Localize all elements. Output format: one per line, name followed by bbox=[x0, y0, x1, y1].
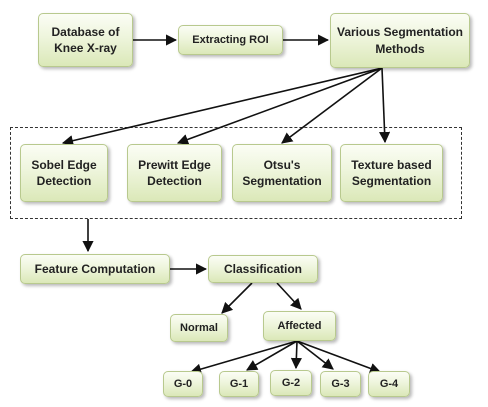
arrow-classification-to-normal bbox=[221, 282, 253, 314]
arrow-affected-to-g2 bbox=[290, 340, 302, 370]
node-prewitt: Prewitt Edge Detection bbox=[127, 144, 222, 202]
node-affected: Affected bbox=[263, 311, 336, 341]
arrow-affected-to-g3 bbox=[296, 340, 334, 370]
node-database: Database of Knee X-ray bbox=[38, 13, 133, 67]
node-otsu: Otsu's Segmentation bbox=[232, 144, 332, 202]
arrow-affected-to-g1 bbox=[246, 340, 298, 371]
node-grade-g2: G-2 bbox=[270, 370, 312, 396]
arrow-affected-to-g0 bbox=[189, 340, 298, 375]
node-grade-g0: G-0 bbox=[163, 371, 203, 397]
arrow-methods-to-otsu bbox=[281, 67, 383, 144]
segmentation-group-frame bbox=[10, 127, 462, 219]
arrow-methods-to-texture bbox=[378, 67, 391, 144]
node-extracting-roi: Extracting ROI bbox=[178, 25, 283, 55]
node-sobel: Sobel Edge Detection bbox=[20, 144, 108, 202]
arrow-methods-to-prewitt bbox=[176, 67, 383, 145]
arrow-methods-to-sobel bbox=[61, 67, 383, 147]
node-texture: Texture based Segmentation bbox=[340, 144, 443, 202]
node-feature-computation: Feature Computation bbox=[20, 254, 170, 284]
node-grade-g4: G-4 bbox=[368, 371, 410, 397]
arrow-affected-to-g4 bbox=[296, 340, 382, 374]
node-grade-g1: G-1 bbox=[219, 371, 259, 397]
node-grade-g3: G-3 bbox=[320, 371, 361, 397]
node-segmentation-methods: Various Segmentation Methods bbox=[330, 13, 470, 68]
node-classification: Classification bbox=[208, 255, 318, 283]
node-normal: Normal bbox=[170, 314, 228, 342]
arrow-classification-to-affected bbox=[276, 282, 302, 310]
